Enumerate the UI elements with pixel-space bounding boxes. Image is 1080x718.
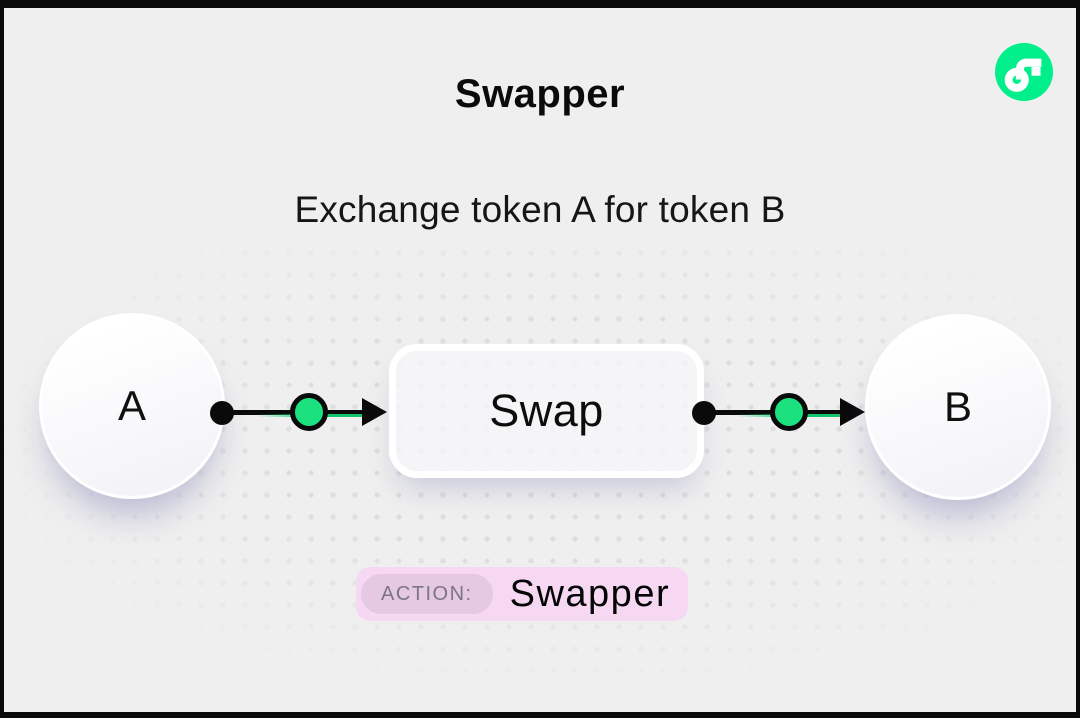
connector-dot-swap	[692, 401, 716, 425]
page-subtitle: Exchange token A for token B	[294, 189, 786, 230]
flow-logo-icon	[995, 43, 1053, 101]
token-b-node: B	[865, 314, 1051, 500]
action-badge: ACTION: Swapper	[356, 567, 689, 621]
connector-dot-a	[210, 401, 234, 425]
swap-action-node: Swap	[389, 344, 704, 478]
arrowhead-swap-b-icon	[840, 398, 865, 426]
action-badge-label: ACTION:	[361, 574, 493, 614]
action-badge-value: Swapper	[509, 572, 671, 615]
swap-action-label: Swap	[489, 385, 604, 436]
page-title: Swapper	[454, 72, 626, 116]
arrowhead-a-swap-icon	[362, 398, 387, 426]
connector-node-swap-b	[770, 393, 808, 431]
token-a-node: A	[39, 313, 225, 499]
connector-node-a-swap	[290, 393, 328, 431]
token-b-label: B	[943, 383, 972, 430]
token-a-label: A	[117, 382, 146, 429]
